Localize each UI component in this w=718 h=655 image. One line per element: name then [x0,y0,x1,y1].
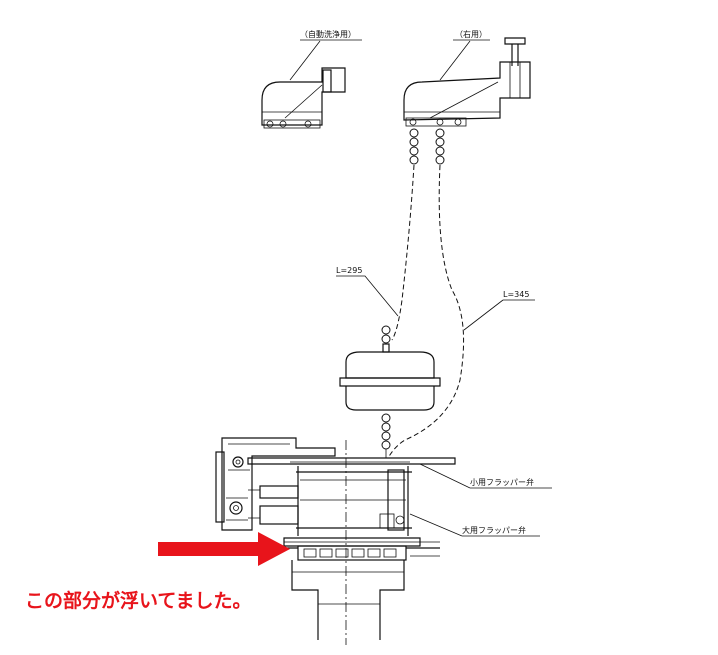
flapper-labels: 小用フラッパー弁 大用フラッパー弁 [409,463,552,537]
small-flapper-label: 小用フラッパー弁 [470,477,534,487]
chain-short-label: L=295 [336,266,362,275]
lever-chains [387,128,465,459]
auto-wash-label: （自動洗浄用） [300,29,356,39]
auto-wash-lever-assembly: （自動洗浄用） [261,29,362,129]
right-hand-label: （右用） [455,29,487,39]
chain-long-label: L=345 [503,290,529,299]
red-arrow-icon [158,532,290,566]
chain-length-labels: L=295 L=345 [336,266,535,331]
annotation-note: この部分が浮いてました。 [25,589,251,612]
flush-valve [215,437,456,645]
large-flapper-label: 大用フラッパー弁 [462,525,526,535]
float [339,325,441,458]
right-hand-lever-assembly: （右用） [403,29,531,127]
